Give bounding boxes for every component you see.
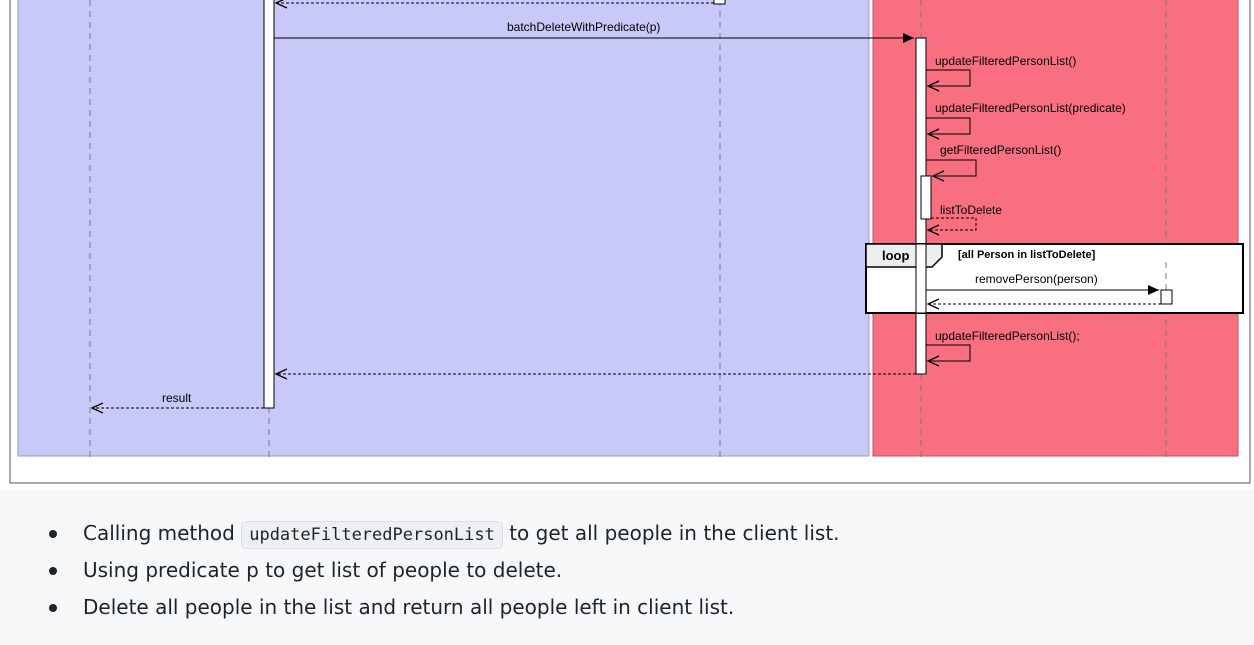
note-text-before: Calling method — [83, 521, 242, 545]
logic-component-box — [17, 0, 870, 457]
list-item: Delete all people in the list and return… — [40, 589, 840, 626]
message-result: result — [162, 391, 192, 405]
self-return-list-to-delete — [928, 217, 977, 230]
loop-label: loop — [882, 248, 909, 263]
self-call-update-final — [926, 344, 971, 361]
note-text: Using predicate p to get list of people … — [83, 558, 563, 582]
sequence-diagram: batchDeleteWithPredicate(p) updateFilter… — [9, 0, 1251, 484]
list-item: Calling method updateFilteredPersonList … — [40, 515, 840, 552]
activation-logic-manager — [263, 0, 275, 409]
notes-section: Calling method updateFilteredPersonList … — [0, 490, 1254, 645]
message-get-filtered: getFilteredPersonList() — [940, 143, 1061, 157]
message-update-all: updateFilteredPersonList() — [935, 54, 1076, 68]
loop-condition: [all Person in listToDelete] — [958, 249, 1096, 261]
message-update-final: updateFilteredPersonList(); — [935, 329, 1080, 343]
message-remove-person: removePerson(person) — [975, 272, 1098, 286]
self-call-get-filtered — [926, 159, 977, 176]
activation-address-book-loop — [1160, 289, 1173, 305]
list-item: Using predicate p to get list of people … — [40, 552, 840, 589]
note-text: Delete all people in the list and return… — [83, 595, 735, 619]
message-update-predicate: updateFilteredPersonList(predicate) — [935, 101, 1126, 115]
activation-parser — [713, 0, 726, 5]
self-call-update-predicate — [926, 117, 971, 134]
note-text-after: to get all people in the client list. — [502, 521, 840, 545]
activation-model-loop — [915, 243, 927, 314]
inline-code: updateFilteredPersonList — [241, 521, 503, 549]
model-component-box — [872, 0, 1239, 457]
self-call-update-all — [926, 69, 971, 86]
message-list-to-delete: listToDelete — [940, 203, 1002, 217]
message-batch-delete: batchDeleteWithPredicate(p) — [507, 20, 660, 34]
notes-list: Calling method updateFilteredPersonList … — [40, 515, 840, 626]
activation-model-nested — [920, 175, 932, 220]
